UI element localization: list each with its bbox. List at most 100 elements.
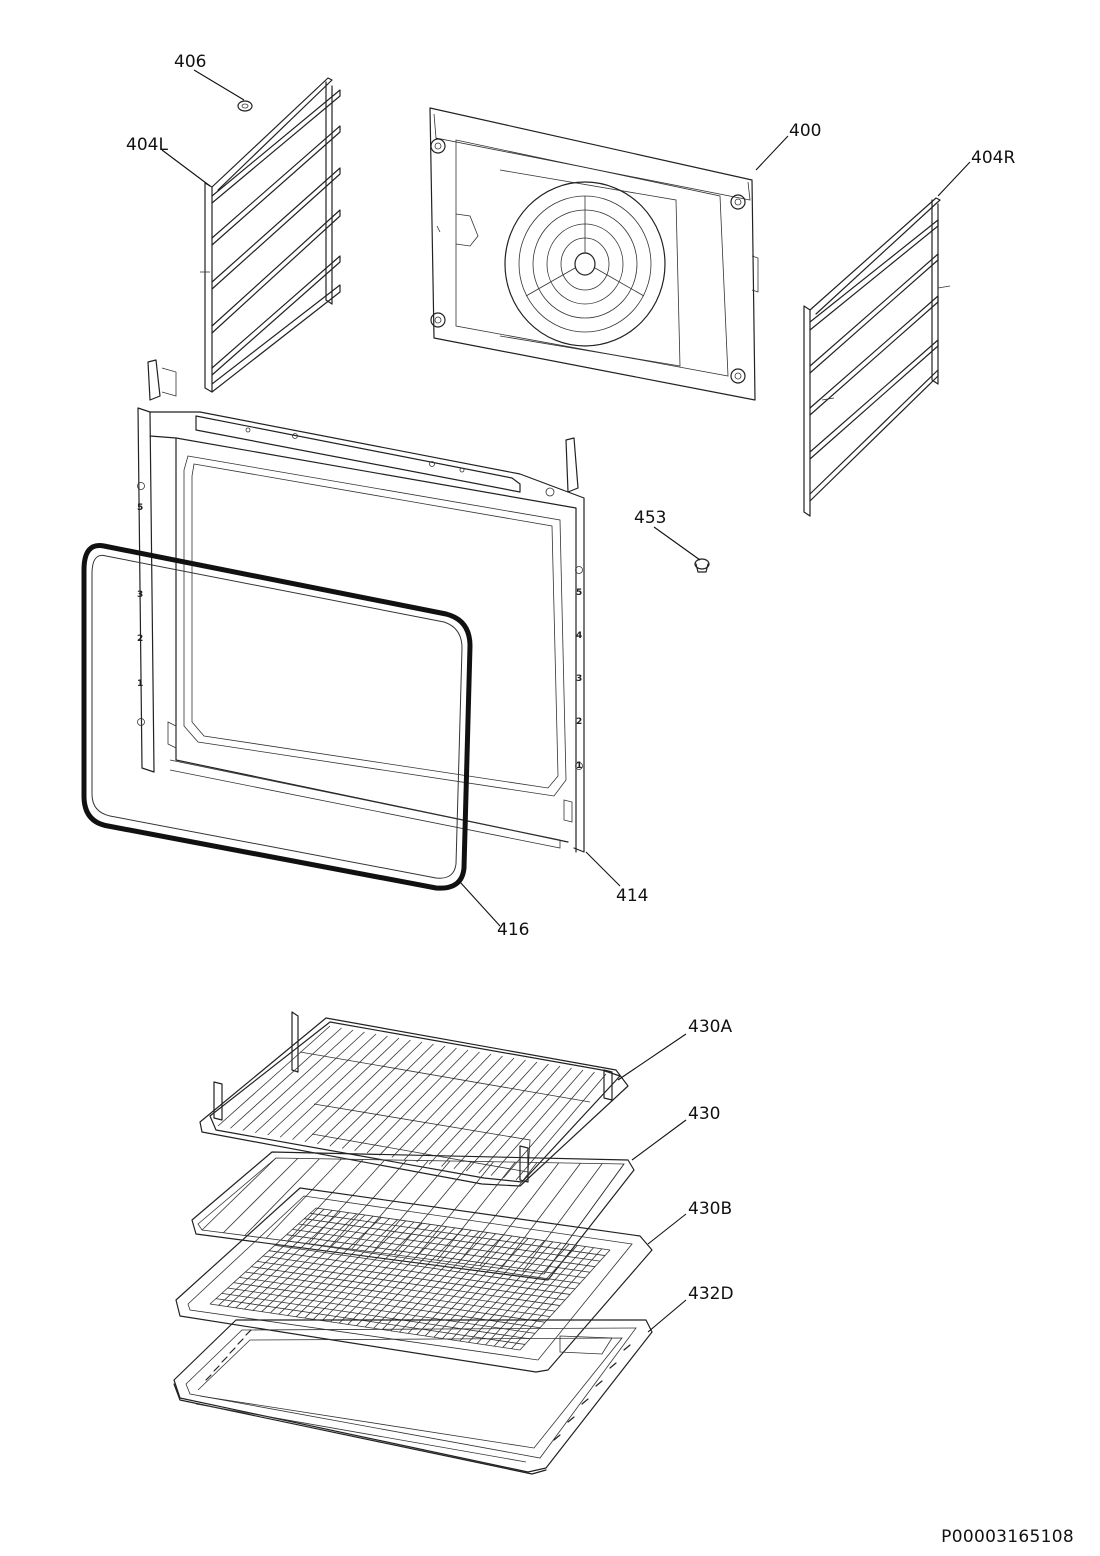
wire-line xyxy=(254,1031,365,1134)
wire-line xyxy=(329,1159,407,1247)
wire-line xyxy=(205,1374,212,1381)
wire-line xyxy=(379,1051,480,1156)
wire-line xyxy=(351,1160,429,1250)
label-404R: 404R xyxy=(971,148,1015,168)
wire-line xyxy=(490,1069,584,1176)
shelf-mark-left-1: 1 xyxy=(137,679,143,689)
wire-line xyxy=(503,1071,595,1179)
wire-line xyxy=(308,1159,386,1245)
wire-line xyxy=(543,1163,625,1275)
wire-line xyxy=(215,1298,526,1345)
shelf-mark-left-2: 2 xyxy=(137,634,143,644)
wire-line xyxy=(223,1158,299,1234)
wire-line xyxy=(280,1239,581,1284)
wire-line xyxy=(242,1029,354,1131)
wire-line xyxy=(609,1362,617,1369)
part-406-washer xyxy=(237,100,253,112)
wire-line xyxy=(299,1051,591,1103)
wire-line xyxy=(201,1157,277,1231)
wire-line xyxy=(391,1053,492,1158)
wire-line xyxy=(366,1049,469,1154)
wire-line xyxy=(315,1207,611,1251)
wire-line xyxy=(239,1276,546,1323)
part-404R-right-shelf-support xyxy=(803,197,951,517)
wire-line xyxy=(274,1244,576,1290)
shelf-mark-left-5: 5 xyxy=(137,503,143,513)
part-414-front-frame: 5 3 2 1 5 4 3 2 1 xyxy=(137,359,585,853)
wire-line xyxy=(209,1303,521,1351)
wire-line xyxy=(623,1344,631,1351)
wire-line xyxy=(522,1163,603,1272)
part-430-wire-rack xyxy=(191,1151,635,1281)
wire-line xyxy=(245,1271,551,1318)
wire-line xyxy=(479,1162,560,1266)
wire-line xyxy=(279,1035,388,1138)
label-400: 400 xyxy=(789,121,821,141)
label-432D: 432D xyxy=(688,1284,734,1304)
callout-labels: 406 404L 400 404R 453 414 416 430A 430 4… xyxy=(126,52,1015,1304)
part-453-screw xyxy=(694,558,710,573)
wire-line xyxy=(581,1398,589,1405)
part-432D-baking-tray xyxy=(173,1319,653,1475)
wire-line xyxy=(245,1329,252,1336)
wire-line xyxy=(230,1027,342,1129)
wire-line xyxy=(237,1338,244,1345)
wire-line xyxy=(500,1163,581,1269)
wire-line xyxy=(553,1434,561,1441)
shelf-level-marks-right: 5 4 3 2 1 xyxy=(576,588,582,771)
wire-line xyxy=(286,1234,586,1279)
wire-line xyxy=(453,1063,549,1170)
wire-line xyxy=(354,1047,457,1152)
document-code: P00003165108 xyxy=(941,1527,1074,1547)
wire-line xyxy=(292,1037,400,1140)
shelf-mark-right-5: 5 xyxy=(576,588,582,598)
wire-line xyxy=(304,1039,411,1143)
wire-line xyxy=(567,1416,575,1423)
wire-line xyxy=(217,1025,331,1127)
label-453: 453 xyxy=(634,508,666,528)
wire-line xyxy=(221,1356,228,1363)
shelf-mark-right-3: 3 xyxy=(576,674,582,684)
wire-line xyxy=(267,1033,377,1136)
wire-line xyxy=(416,1057,515,1163)
label-404L: 404L xyxy=(126,135,168,155)
wire-line xyxy=(441,1061,538,1167)
wire-line xyxy=(268,1250,571,1295)
shelf-mark-right-1: 1 xyxy=(576,761,582,771)
label-414: 414 xyxy=(616,886,648,906)
shelf-mark-right-4: 4 xyxy=(576,631,582,641)
label-416: 416 xyxy=(497,920,529,940)
label-430: 430 xyxy=(688,1104,720,1124)
wire-line xyxy=(466,1065,561,1172)
wire-line xyxy=(298,1223,596,1268)
wire-line xyxy=(213,1365,220,1372)
label-430B: 430B xyxy=(688,1199,732,1219)
shelf-mark-right-2: 2 xyxy=(576,717,582,727)
wire-line xyxy=(478,1067,572,1174)
fan-grille xyxy=(504,181,666,347)
label-430A: 430A xyxy=(688,1017,732,1037)
shelf-level-marks-left: 5 3 2 1 xyxy=(137,503,143,689)
wire-line xyxy=(221,1292,531,1340)
wire-line xyxy=(341,1045,446,1149)
wire-line xyxy=(403,1055,503,1161)
wire-line xyxy=(595,1380,603,1387)
wire-line xyxy=(436,1161,516,1261)
shelf-mark-left-3: 3 xyxy=(137,590,143,600)
wire-line xyxy=(304,1218,601,1262)
wire-line xyxy=(251,1266,556,1312)
wire-line xyxy=(317,1041,423,1145)
wire-line xyxy=(329,1043,434,1147)
wire-line xyxy=(265,1158,342,1239)
part-430B-mesh-tray xyxy=(175,1187,653,1373)
part-416-door-gasket xyxy=(81,543,473,891)
wire-line xyxy=(428,1059,526,1165)
leader-lines xyxy=(161,69,971,1333)
wire-line xyxy=(229,1347,236,1354)
wire-line xyxy=(372,1160,451,1253)
wire-line xyxy=(394,1161,473,1256)
wire-line xyxy=(262,1255,566,1301)
part-430A-wire-shelf xyxy=(199,1011,629,1187)
